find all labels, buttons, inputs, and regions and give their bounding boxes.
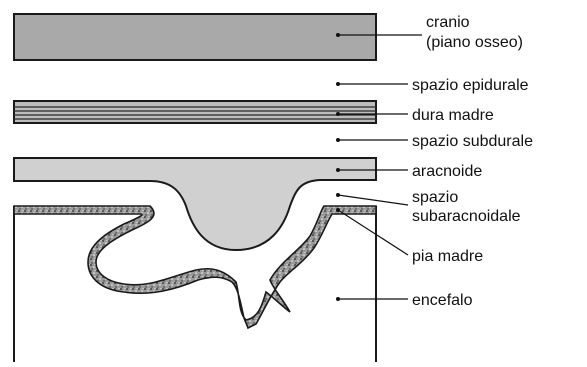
label-encefalo: encefalo <box>412 292 473 309</box>
label-piano-osseo: (piano osseo) <box>426 34 523 51</box>
label-spazio-epidurale: spazio epidurale <box>412 77 529 94</box>
label-aracnoide: aracnoide <box>412 163 482 180</box>
arachnoid-layer <box>14 158 376 250</box>
label-spazio-subaracnoidale-line1: spazio <box>412 189 458 206</box>
label-cranio: cranio <box>426 14 470 31</box>
label-spazio-subaracnoidale-line2: subaracnoidale <box>412 208 521 225</box>
label-dura-madre: dura madre <box>412 107 494 124</box>
dura-mater-band <box>14 101 376 123</box>
label-pia-madre: pia madre <box>412 248 483 265</box>
skull-plate <box>14 14 376 60</box>
label-spazio-subdurale: spazio subdurale <box>412 133 533 150</box>
